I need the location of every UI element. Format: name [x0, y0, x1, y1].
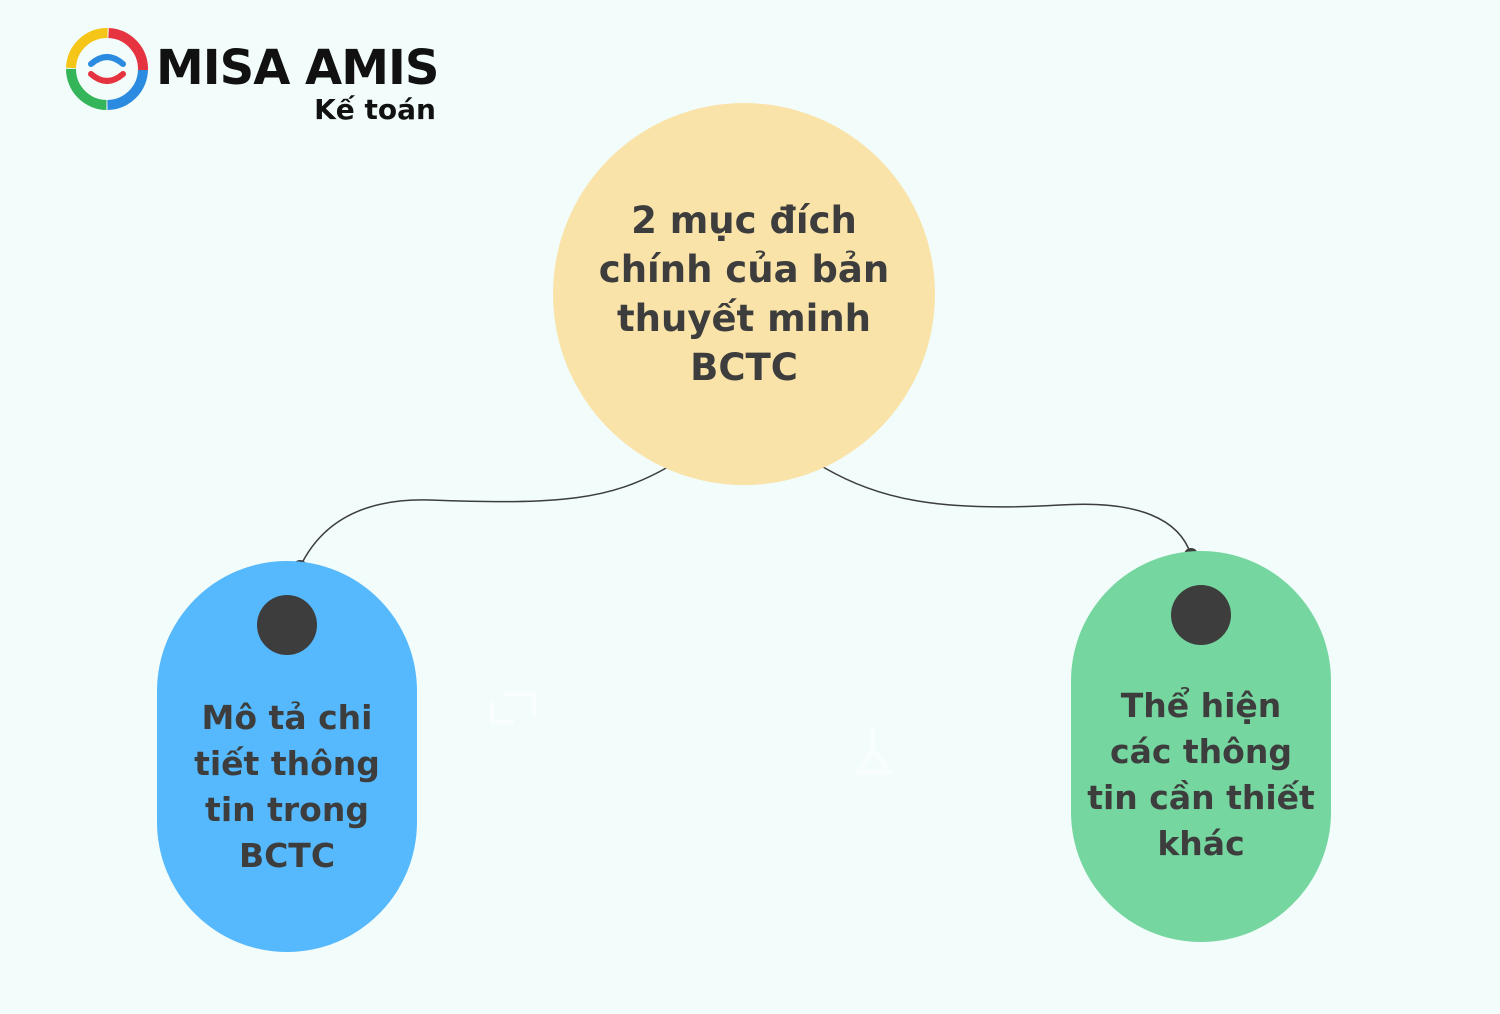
watermark-mark-icon [489, 691, 537, 725]
connector-center-to-right [822, 466, 1192, 556]
bullet-dot-icon [257, 595, 317, 655]
logo-brand: MISA AMIS [156, 40, 439, 96]
watermark-mark-icon [855, 728, 893, 775]
logo-subtitle: Kế toán [314, 93, 436, 126]
central-node-text: 2 mục đích chính của bản thuyết minh BCT… [598, 199, 890, 389]
misa-logo-icon [66, 28, 148, 110]
purpose-node-left: Mô tả chi tiết thông tin trong BCTC [157, 561, 417, 952]
connector-center-to-left [299, 466, 669, 568]
bullet-dot-icon [1171, 585, 1231, 645]
purpose-node-left-text: Mô tả chi tiết thông tin trong BCTC [194, 698, 380, 875]
purpose-node-right: Thể hiện các thông tin cần thiết khác [1071, 551, 1331, 942]
logo: MISA AMIS Kế toán [66, 28, 446, 133]
purpose-node-right-text: Thể hiện các thông tin cần thiết khác [1087, 686, 1315, 863]
central-node: 2 mục đích chính của bản thuyết minh BCT… [553, 103, 935, 485]
